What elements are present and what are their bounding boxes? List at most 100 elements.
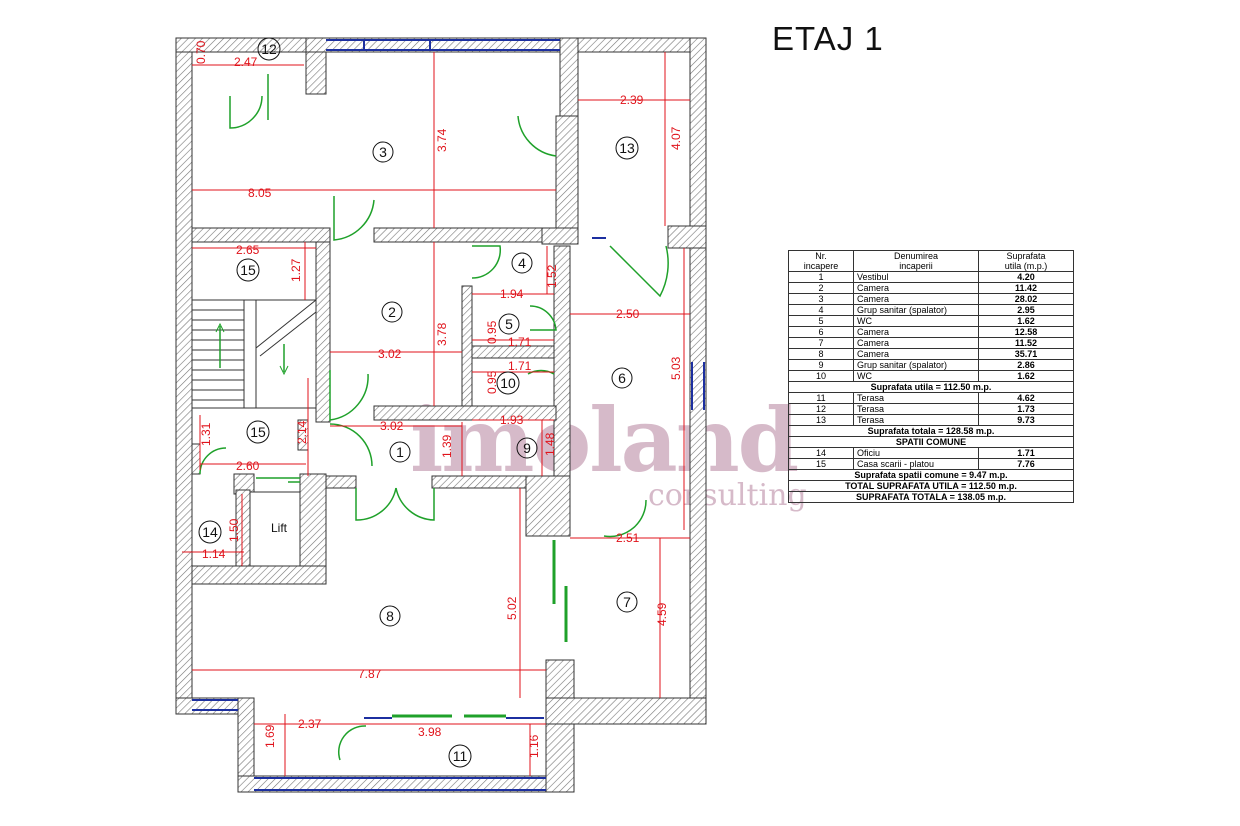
dim-label: 3.02: [380, 419, 404, 433]
room-label-1: 1: [396, 444, 404, 460]
dim-label: 4.07: [669, 126, 683, 150]
room-label-6: 6: [618, 370, 626, 386]
row-area: 2.95: [978, 304, 1074, 316]
row-name: Camera: [853, 337, 979, 349]
row-area: 7.76: [978, 458, 1074, 470]
row-name: Casa scarii - platou: [853, 458, 979, 470]
row-name: Vestibul: [853, 271, 979, 283]
row-number: 3: [788, 293, 854, 305]
table-header-nr: Nr. incapere: [788, 250, 854, 272]
dim-label: 2.47: [234, 55, 258, 69]
row-name: Grup sanitar (spalator): [853, 304, 979, 316]
room-label-8: 8: [386, 608, 394, 624]
dim-label: 8.05: [248, 186, 272, 200]
dim-label: 0.95: [485, 320, 499, 344]
room-label-10: 10: [500, 375, 516, 391]
dim-label: 3.98: [418, 725, 442, 739]
room-label-2: 2: [388, 304, 396, 320]
row-area: 35.71: [978, 348, 1074, 360]
row-area: 2.86: [978, 359, 1074, 371]
row-name: Camera: [853, 282, 979, 294]
dim-label: 7.87: [358, 667, 382, 681]
row-number: 13: [788, 414, 854, 426]
dim-label: 1.48: [543, 432, 557, 456]
row-area: 1.62: [978, 370, 1074, 382]
row-number: 14: [788, 447, 854, 459]
room-label-12: 12: [261, 41, 277, 57]
row-area: 11.42: [978, 282, 1074, 294]
row-number: 10: [788, 370, 854, 382]
dim-label: 1.52: [545, 264, 559, 288]
dim-label: 2.14: [295, 420, 309, 444]
row-area: 4.20: [978, 271, 1074, 283]
row-area: 9.73: [978, 414, 1074, 426]
row-area: 1.73: [978, 403, 1074, 415]
dim-label: 2.65: [236, 243, 260, 257]
row-name: Camera: [853, 326, 979, 338]
dim-label: 2.51: [616, 531, 640, 545]
lift-shaft: [249, 491, 301, 567]
row-name: WC: [853, 370, 979, 382]
dim-label: 0.70: [194, 40, 208, 64]
lift-label: Lift: [271, 521, 288, 535]
dim-label: 0.95: [485, 370, 499, 394]
row-name: Oficiu: [853, 447, 979, 459]
dim-label: 1.71: [508, 335, 532, 349]
row-number: 12: [788, 403, 854, 415]
dim-label: 1.31: [199, 422, 213, 446]
dim-label: 1.93: [500, 413, 524, 427]
dim-label: 2.50: [616, 307, 640, 321]
row-name: Camera: [853, 348, 979, 360]
row-number: 2: [788, 282, 854, 294]
dim-label: 1.71: [508, 359, 532, 373]
spatii-comune-header: SPATII COMUNE: [788, 436, 1074, 448]
sum-spatii-comune: Suprafata spatii comune = 9.47 m.p.: [788, 469, 1074, 481]
table-header-name: Denumirea incaperii: [853, 250, 979, 272]
row-area: 4.62: [978, 392, 1074, 404]
dim-label: 1.16: [527, 734, 541, 758]
table-header-area: Suprafata utila (m.p.): [978, 250, 1074, 272]
dim-label: 5.03: [669, 356, 683, 380]
room-label-5: 5: [505, 316, 513, 332]
dim-label: 4.59: [655, 602, 669, 626]
row-name: Camera: [853, 293, 979, 305]
row-area: 28.02: [978, 293, 1074, 305]
stairs: [191, 299, 317, 409]
room-markers: [198, 37, 639, 768]
row-number: 6: [788, 326, 854, 338]
row-number: 4: [788, 304, 854, 316]
room-label-13: 13: [619, 140, 635, 156]
row-number: 15: [788, 458, 854, 470]
row-name: Grup sanitar (spalator): [853, 359, 979, 371]
row-name: Terasa: [853, 403, 979, 415]
dimension-labels: 0.70 2.47 3.74 8.05 2.39 4.07 2.65 1.27 …: [194, 40, 683, 758]
room-label-11: 11: [453, 748, 468, 764]
floor-title: ETAJ 1: [772, 20, 884, 57]
dim-label: 3.78: [435, 322, 449, 346]
dim-label: 3.02: [378, 347, 402, 361]
row-number: 7: [788, 337, 854, 349]
row-name: Terasa: [853, 392, 979, 404]
dim-label: 1.69: [263, 724, 277, 748]
sum-totala: Suprafata totala = 128.58 m.p.: [788, 425, 1074, 437]
dimension-lines: [182, 52, 690, 776]
row-area: 1.62: [978, 315, 1074, 327]
dim-label: 5.02: [505, 596, 519, 620]
dim-label: 1.39: [440, 434, 454, 458]
row-name: Terasa: [853, 414, 979, 426]
row-area: 1.71: [978, 447, 1074, 459]
row-number: 1: [788, 271, 854, 283]
windows: [192, 39, 705, 791]
